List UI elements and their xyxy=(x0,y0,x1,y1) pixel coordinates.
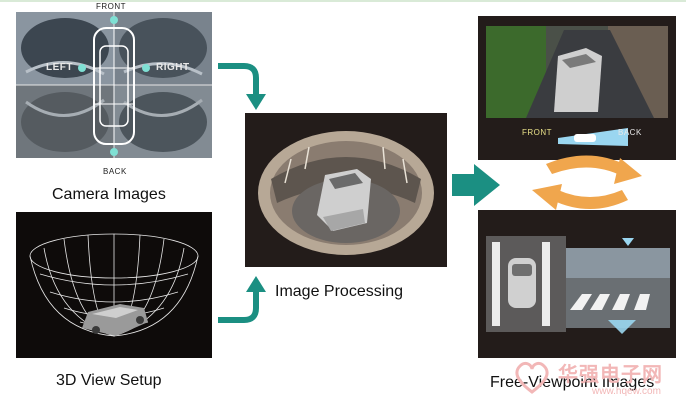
camera-back-label: BACK xyxy=(103,167,127,176)
cycle-arrow-left-icon xyxy=(532,184,628,210)
car-model xyxy=(82,304,148,336)
watermark-heart-logo-icon xyxy=(515,361,549,394)
free-viewpoint-label: Free-Viewpoint Images xyxy=(490,374,655,391)
watermark-url: www.hqew.com xyxy=(592,386,661,397)
watermark: 华强电子网 www.hqew.com xyxy=(510,356,682,408)
front-view-car xyxy=(554,48,602,112)
viewpoint-back-label: BACK xyxy=(618,128,642,137)
top-accent-line xyxy=(0,0,686,2)
view-setup-panel xyxy=(16,212,212,358)
viewpoint-front-label: FRONT xyxy=(522,128,553,137)
viewpoint-top-panel xyxy=(478,210,676,358)
watermark-brand: 华强电子网 xyxy=(558,364,663,386)
arrow-setup-to-processing-icon xyxy=(218,276,266,323)
image-processing-panel xyxy=(245,113,447,267)
wireframe-bowl-mesh xyxy=(29,233,199,337)
bowl-projection-image xyxy=(258,131,434,255)
image-processing-label: Image Processing xyxy=(275,283,404,300)
camera-left-label: LEFT xyxy=(46,62,73,73)
processed-car xyxy=(317,169,371,231)
top-view-car xyxy=(508,258,536,308)
viewpoint-front-panel: FRONT BACK xyxy=(478,16,676,160)
camera-front-label: FRONT xyxy=(96,2,127,11)
camera-right-label: RIGHT xyxy=(156,62,190,73)
camera-images-panel: LEFT RIGHT xyxy=(16,12,212,158)
view-setup-label: 3D View Setup xyxy=(56,372,162,389)
front-view-image xyxy=(486,26,668,146)
arrow-processing-to-output-icon xyxy=(452,164,500,206)
camera-images-label: Camera Images xyxy=(52,186,166,203)
arrow-camera-to-processing-icon xyxy=(218,63,266,110)
top-view-image xyxy=(486,236,670,334)
fisheye-camera-views xyxy=(16,12,212,158)
